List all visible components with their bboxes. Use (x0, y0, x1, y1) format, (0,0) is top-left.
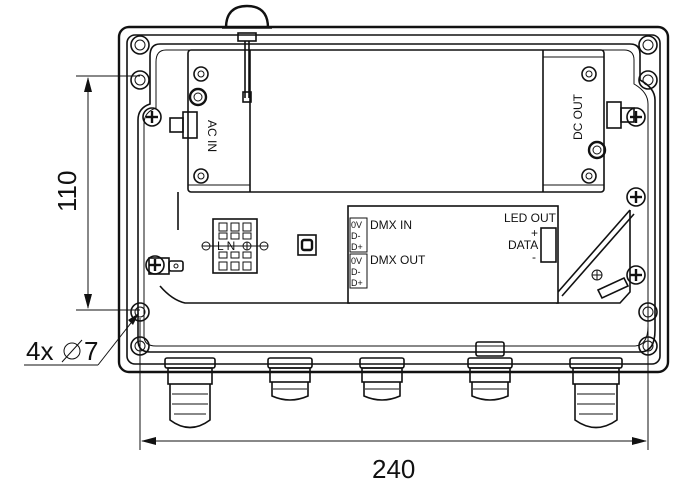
cable-gland-1 (164, 357, 216, 429)
holes-leader-arrow (128, 313, 139, 325)
mounting-hole-top-left (130, 35, 150, 55)
test-button (297, 234, 317, 256)
dmx-out-pin-box (349, 253, 368, 289)
dim-height-arrow-top (84, 77, 92, 92)
cable-gland-3 (359, 357, 405, 401)
screw-icon (626, 265, 646, 285)
screw-icon (626, 107, 646, 127)
indicator-cable-tip (242, 91, 252, 103)
cable-gland-5 (569, 357, 623, 429)
dmx-in-label: DMX IN (370, 218, 412, 232)
dmx-in-pin-box (349, 217, 368, 253)
ground-lug (591, 269, 630, 300)
led-minus-label: - (532, 250, 536, 264)
terminal-labels: LN (217, 239, 238, 253)
power-supply (169, 49, 635, 193)
led-out-connector (540, 227, 557, 263)
dmx-out-pin-0v: 0V (351, 256, 362, 266)
terminal-block (201, 218, 269, 274)
module-wire (557, 209, 631, 293)
led-plus-label: + (531, 226, 538, 240)
indicator-neck (237, 32, 257, 42)
dc-out-label: DC OUT (571, 93, 585, 140)
dmx-in-pin-dplus: D+ (351, 242, 363, 252)
gasket-inner (143, 49, 649, 347)
mounting-hole-right-upper (638, 70, 658, 90)
dmx-in-pin-dminus: D- (351, 231, 361, 241)
ac-in-label: AC IN (205, 120, 219, 152)
dim-height-arrow-bottom (84, 294, 92, 309)
mounting-plate (159, 192, 631, 304)
led-out-label: LED OUT (504, 211, 557, 225)
holes-count-label: 4x (26, 336, 53, 366)
led-data-label: DATA (508, 238, 538, 252)
screw-icon (626, 187, 646, 207)
dim-width-arrow-left (141, 437, 156, 445)
mounting-hole-left-upper (130, 70, 150, 90)
module-wire (561, 213, 635, 297)
screw-icon (142, 107, 162, 127)
dim-height-label: 110 (52, 171, 82, 212)
dim-width-arrow-right (632, 437, 647, 445)
dim-width-label: 240 (372, 454, 415, 484)
indicator-dome (224, 4, 270, 29)
dmx-module (347, 205, 559, 304)
dmx-in-pin-0v: 0V (351, 220, 362, 230)
diameter-symbol-icon (61, 339, 83, 363)
mounting-hole-top-right (638, 35, 658, 55)
dmx-out-label: DMX OUT (370, 253, 426, 267)
enclosure-inner-wall (126, 34, 661, 365)
cable-gland-2 (267, 357, 313, 401)
dmx-out-pin-dminus: D- (351, 267, 361, 277)
cable-gland-4 (467, 341, 513, 401)
enclosure-outer (117, 25, 670, 374)
holes-diameter-label: 7 (84, 336, 98, 366)
dmx-out-pin-dplus: D+ (351, 278, 363, 288)
ground-tab (148, 257, 184, 275)
gasket-outline (137, 43, 656, 353)
